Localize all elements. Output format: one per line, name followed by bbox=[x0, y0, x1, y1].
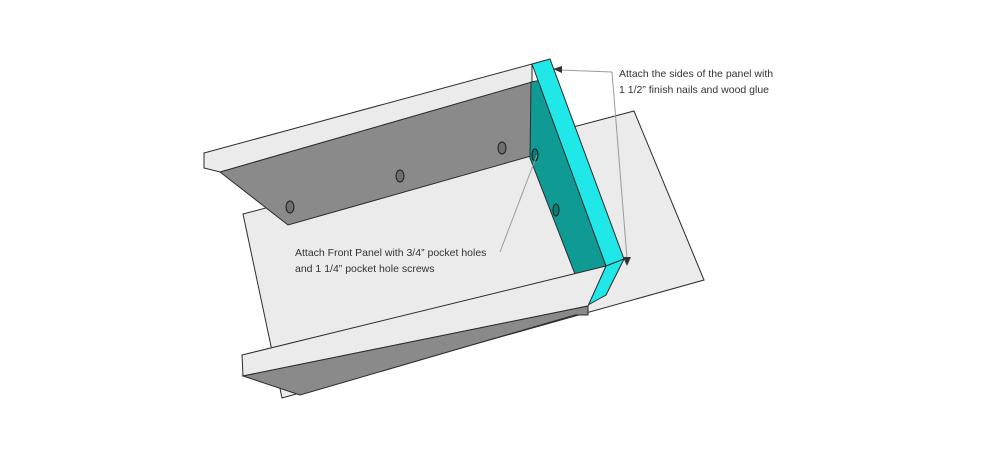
pocket-hole bbox=[497, 141, 507, 155]
callout-attach-sides: Attach the sides of the panel with 1 1/2… bbox=[619, 66, 773, 98]
callout-front-line-1: Attach Front Panel with 3/4” pocket hole… bbox=[295, 247, 487, 259]
pocket-hole bbox=[552, 203, 560, 217]
callout-attach-front-panel: Attach Front Panel with 3/4” pocket hole… bbox=[295, 245, 486, 277]
arrow-head-icon bbox=[623, 257, 631, 266]
callout-front-line-2: and 1 1/4” pocket hole screws bbox=[295, 263, 435, 275]
pocket-hole bbox=[285, 200, 295, 214]
leader-line-sides bbox=[559, 69, 613, 73]
leader-line-sides bbox=[611, 71, 628, 259]
callout-sides-line-2: 1 1/2” finish nails and wood glue bbox=[619, 84, 770, 96]
front-board-face bbox=[241, 305, 589, 396]
back-board-top-edge bbox=[203, 63, 533, 173]
callout-sides-line-1: Attach the sides of the panel with bbox=[619, 68, 774, 80]
leader-line-front bbox=[499, 154, 538, 253]
arrow-head-icon bbox=[553, 66, 562, 73]
pocket-hole bbox=[395, 169, 405, 183]
